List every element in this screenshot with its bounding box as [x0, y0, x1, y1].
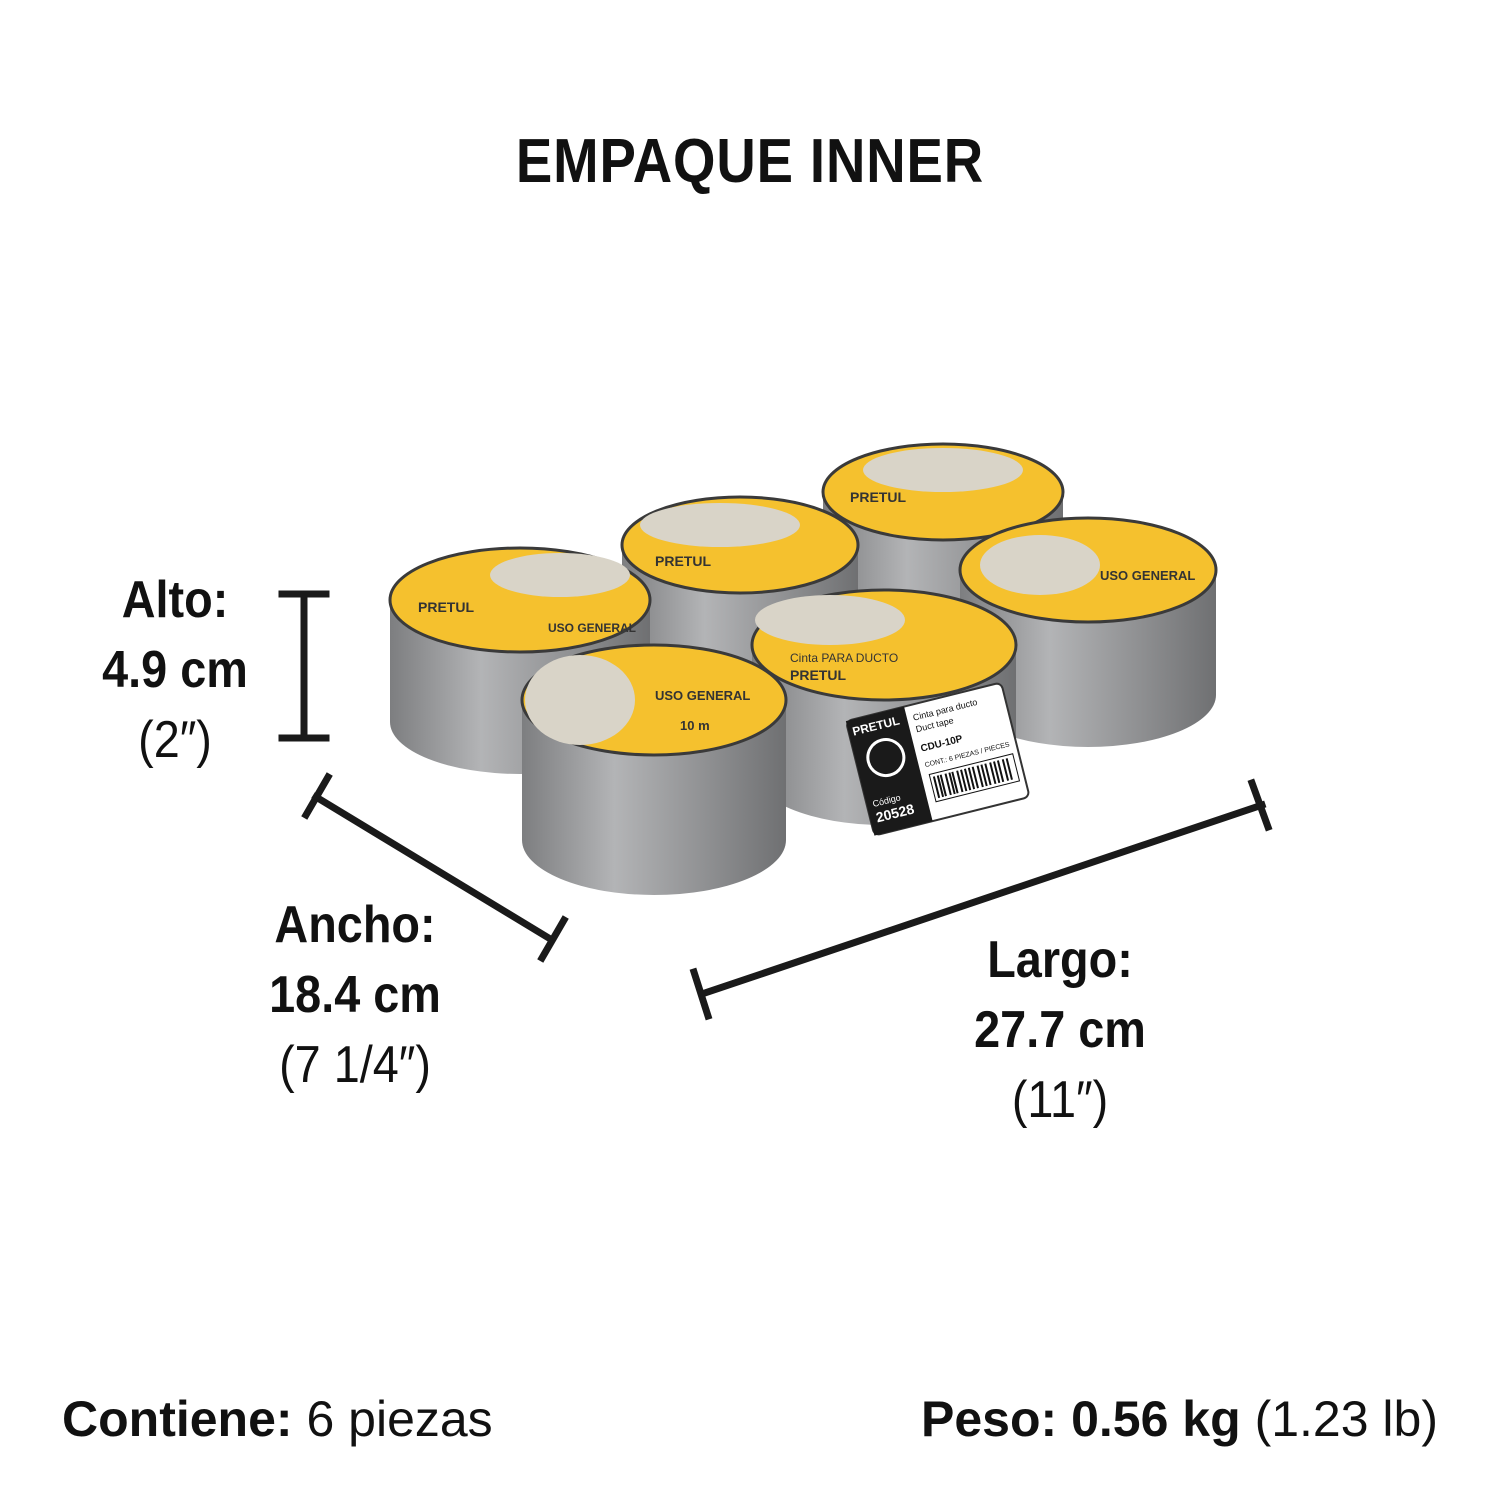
weight-imperial: (1.23 lb): [1254, 1391, 1438, 1447]
largo-dimension-line: [689, 778, 1273, 1021]
package-sticker: PRETUL Código 20528 Cinta para ducto Duc…: [845, 682, 1030, 836]
alto-measurement: Alto: 4.9 cm (2″): [60, 565, 290, 775]
largo-imperial: (11″): [1011, 1071, 1109, 1129]
ancho-label: Ancho:: [274, 896, 436, 954]
barcode: [928, 753, 1021, 803]
weight-label: Peso:: [921, 1391, 1058, 1447]
ancho-dimension-line: [301, 772, 569, 963]
roll-brand: PRETUL: [790, 667, 846, 683]
roll-brand: PRETUL: [850, 489, 906, 505]
tape-roll-back-middle: PRETUL: [620, 495, 860, 678]
tape-roll-left: PRETUL USO GENERAL: [388, 546, 652, 774]
tape-roll-right: USO GENERAL: [958, 516, 1218, 747]
roll-length: 10 m: [680, 718, 710, 733]
alto-imperial: (2″): [138, 711, 212, 769]
weight-info: Peso: 0.56 kg (1.23 lb): [921, 1390, 1438, 1448]
weight-value: 0.56 kg: [1071, 1391, 1241, 1447]
ancho-value: 18.4 cm: [269, 966, 441, 1024]
contents-label: Contiene:: [62, 1391, 293, 1447]
roll-brand: PRETUL: [655, 553, 711, 569]
contents-info: Contiene: 6 piezas: [62, 1390, 493, 1448]
largo-label: Largo:: [987, 931, 1133, 989]
alto-value: 4.9 cm: [102, 641, 248, 699]
roll-use: USO GENERAL: [655, 688, 750, 703]
roll-use: USO GENERAL: [548, 621, 636, 635]
largo-value: 27.7 cm: [974, 1001, 1146, 1059]
roll-tape-name: Cinta PARA DUCTO: [790, 651, 898, 665]
roll-brand: PRETUL: [418, 599, 474, 615]
roll-use: USO GENERAL: [1100, 568, 1195, 583]
alto-label: Alto:: [121, 571, 229, 629]
ancho-imperial: (7 1/4″): [279, 1036, 431, 1094]
ancho-measurement: Ancho: 18.4 cm (7 1/4″): [240, 890, 470, 1100]
alto-dimension-line: [278, 590, 330, 742]
page-title: EMPAQUE INNER: [515, 127, 985, 196]
tape-roll-front-left: USO GENERAL 10 m: [520, 643, 788, 895]
contents-value: 6 piezas: [306, 1391, 493, 1447]
largo-measurement: Largo: 27.7 cm (11″): [945, 925, 1175, 1135]
